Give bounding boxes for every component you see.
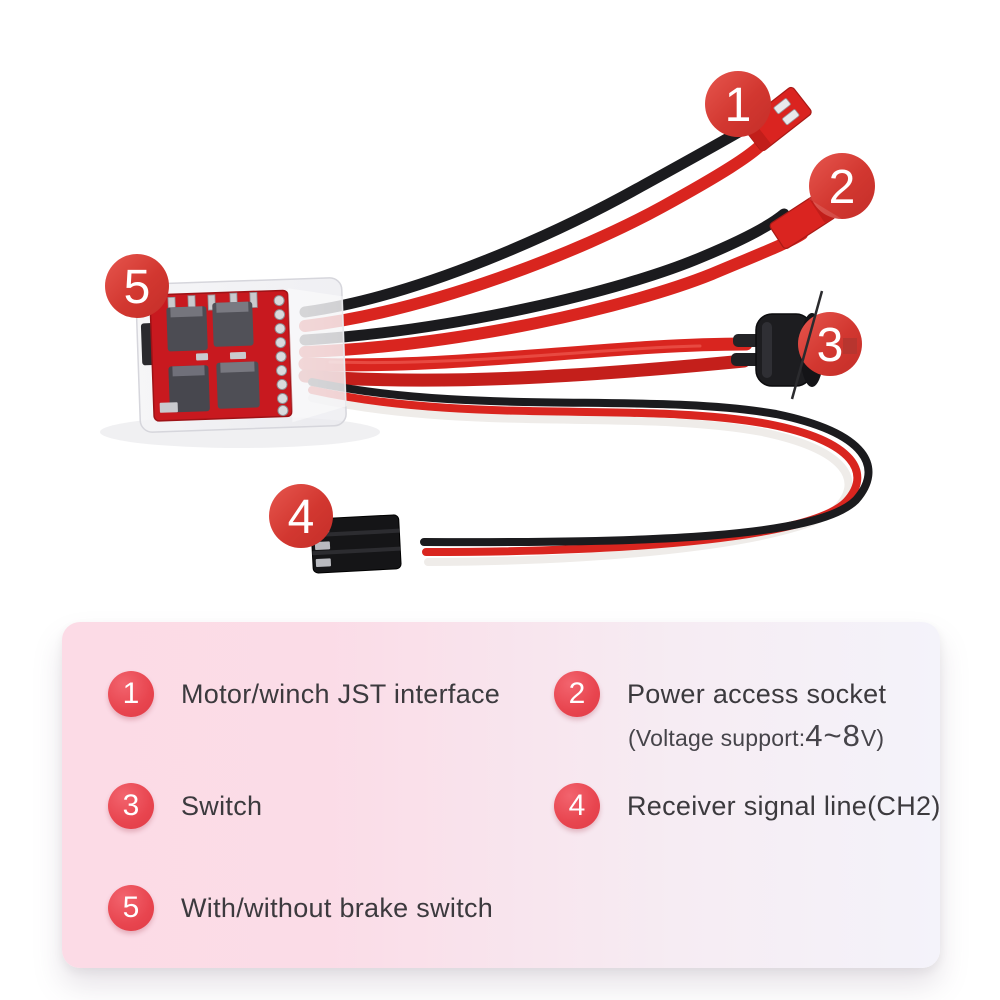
callout-2: 2 [809, 153, 875, 219]
power-socket-wires [299, 208, 808, 358]
callout-3-number: 3 [817, 319, 844, 372]
esc-board [135, 277, 347, 433]
legend-item-power-socket: 2 Power access socket [554, 671, 886, 717]
legend-badge-2: 2 [554, 671, 600, 717]
motor-jst-wires [299, 117, 768, 332]
legend-label-5: With/without brake switch [181, 892, 494, 923]
legend-label-4: Receiver signal line(CH2) [627, 790, 941, 821]
legend-note-voltage: (Voltage support: 4~8 V) [628, 718, 884, 754]
callout-1: 1 [705, 71, 771, 137]
legend-badge-5: 5 [108, 885, 154, 931]
legend-label-1: Motor/winch JST interface [181, 678, 501, 709]
callout-5-number: 5 [124, 261, 151, 314]
solder-pads [273, 295, 289, 417]
legend-badge-1: 1 [108, 671, 154, 717]
wrap-gloss [287, 288, 347, 423]
smd-components [159, 351, 247, 413]
callout-4: 4 [269, 484, 333, 548]
callout-4-number: 4 [288, 491, 315, 544]
switch-wires [298, 337, 753, 387]
callout-markers: 1 2 3 4 5 [105, 71, 875, 548]
servo-connector [310, 514, 402, 574]
voltage-note-prefix: (Voltage support: [628, 725, 806, 751]
callout-3: 3 [798, 312, 862, 376]
legend-panel: 1 Motor/winch JST interface 2 Power acce… [62, 622, 940, 968]
callout-5: 5 [105, 254, 169, 318]
receiver-signal-ribbon [308, 378, 873, 566]
callout-2-number: 2 [829, 161, 856, 214]
legend-label-3: Switch [181, 790, 263, 821]
mosfets [166, 301, 260, 413]
legend-item-switch: 3 Switch [108, 783, 262, 829]
legend-label-2: Power access socket [627, 678, 887, 709]
switch-lever-line [790, 290, 824, 400]
legend-badge-4: 4 [554, 783, 600, 829]
legend-item-motor-jst: 1 Motor/winch JST interface [108, 671, 500, 717]
voltage-note-suffix: V) [860, 725, 885, 751]
callout-1-number: 1 [725, 79, 752, 132]
legend-item-brake-switch: 5 With/without brake switch [108, 885, 493, 931]
legend-item-receiver-line: 4 Receiver signal line(CH2) [554, 783, 941, 829]
voltage-note-value: 4~8 [805, 718, 861, 753]
legend-badge-3: 3 [108, 783, 154, 829]
